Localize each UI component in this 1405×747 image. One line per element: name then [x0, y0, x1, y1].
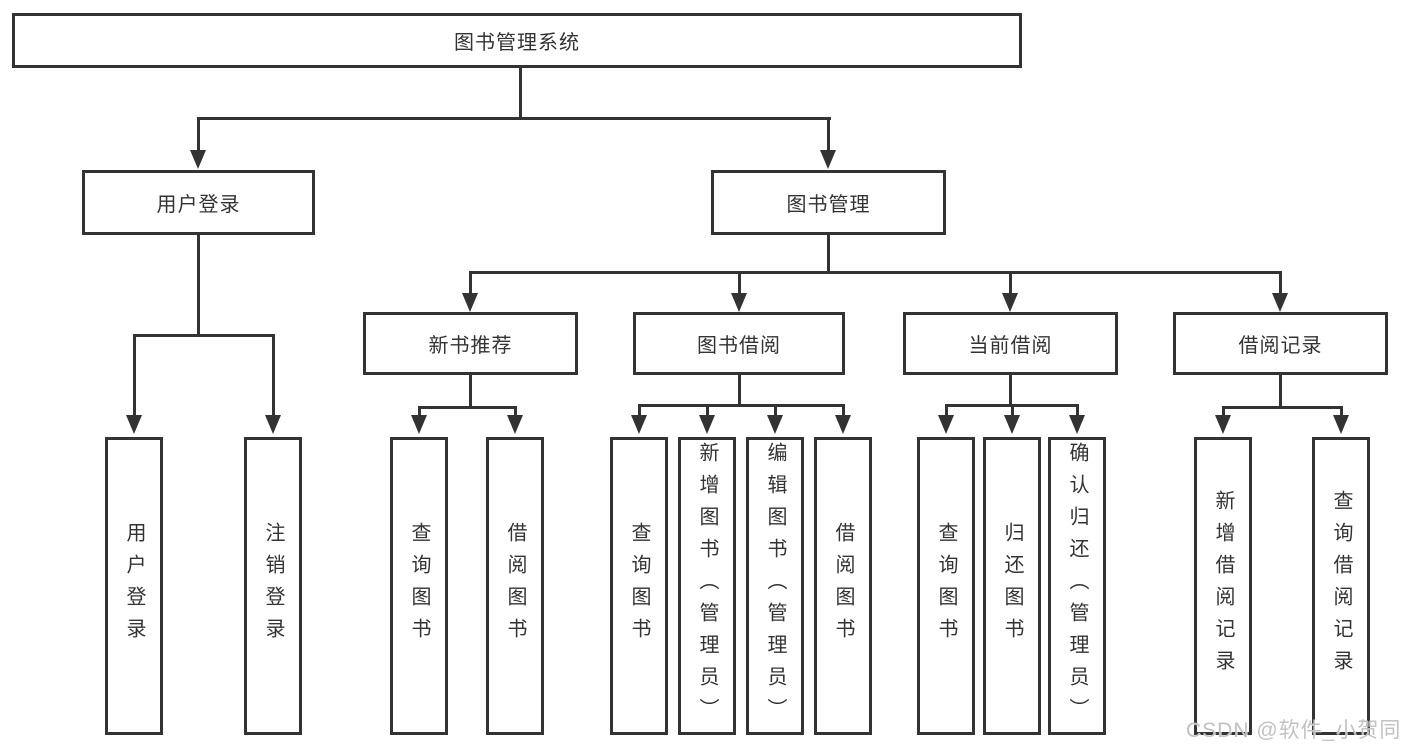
node-new-book-recommend: 新书推荐	[363, 312, 578, 375]
csdn-watermark: CSDN @软件_小贺同学	[1186, 719, 1402, 742]
node-borrow-record: 借阅记录	[1173, 312, 1388, 375]
node-current-borrow-label: 当前借阅	[968, 335, 1053, 357]
connector-book-borrow-split	[638, 404, 845, 407]
leaf-label: 查询借阅记录	[1330, 490, 1352, 682]
connector-leaf-stem	[842, 404, 845, 416]
node-current-borrow: 当前借阅	[903, 312, 1118, 375]
arrow-down-icon	[190, 150, 206, 169]
connector-stem-user-login	[197, 117, 200, 151]
arrow-down-icon	[767, 415, 783, 434]
leaf-query-borrow-record: 查询借阅记录	[1312, 437, 1370, 735]
connector-section-stem	[1009, 271, 1012, 295]
connector-user-login-split	[133, 334, 275, 337]
connector-leaf-stem	[774, 404, 777, 416]
arrow-down-icon	[411, 415, 427, 434]
leaf-edit-book-admin: 编辑图书（管理员）	[746, 437, 804, 735]
connector-section-stem	[1279, 271, 1282, 295]
leaf-confirm-return-admin: 确认归还（管理员）	[1048, 437, 1106, 735]
leaf-label: 注销登录	[262, 522, 284, 650]
arrow-down-icon	[835, 415, 851, 434]
connector-book-mgmt-stem	[827, 235, 830, 273]
node-book-borrow-label: 图书借阅	[697, 335, 781, 357]
node-borrow-record-label: 借阅记录	[1238, 335, 1323, 357]
arrow-down-icon	[1004, 415, 1020, 434]
connector-borrow-record-stem	[1279, 374, 1282, 408]
arrow-down-icon	[820, 150, 836, 169]
arrow-down-icon	[126, 415, 142, 434]
connector-leaf-stem	[1222, 406, 1225, 416]
node-root-label: 图书管理系统	[454, 32, 580, 54]
leaf-label: 查询图书	[628, 522, 650, 650]
connector-leaf-stem	[514, 406, 517, 416]
leaf-query-book-current: 查询图书	[917, 437, 975, 735]
node-root: 图书管理系统	[12, 13, 1022, 68]
connector-leaf-stem	[638, 404, 641, 416]
leaf-logout: 注销登录	[244, 437, 302, 735]
connector-current-borrow-stem	[1009, 374, 1012, 406]
leaf-query-book-newbook: 查询图书	[390, 437, 448, 735]
node-book-borrow: 图书借阅	[633, 312, 845, 375]
connector-book-mgmt-split	[469, 271, 1282, 274]
connector-stem-book-mgmt	[827, 117, 830, 151]
arrow-down-icon	[938, 415, 954, 434]
arrow-down-icon	[699, 415, 715, 434]
leaf-add-borrow-record: 新增借阅记录	[1194, 437, 1252, 735]
arrow-down-icon	[1002, 293, 1018, 312]
node-user-login: 用户登录	[82, 170, 315, 235]
leaf-user-login: 用户登录	[105, 437, 163, 735]
arrow-down-icon	[731, 293, 747, 312]
leaf-borrow-book: 借阅图书	[814, 437, 872, 735]
leaf-add-book-admin: 新增图书（管理员）	[678, 437, 736, 735]
connector-borrow-record-split	[1222, 406, 1343, 409]
connector-leaf-stem	[1076, 404, 1079, 416]
leaf-label: 新增图书（管理员）	[696, 442, 718, 730]
connector-leaf-stem	[418, 406, 421, 416]
arrow-down-icon	[507, 415, 523, 434]
leaf-label: 确认归还（管理员）	[1066, 442, 1088, 730]
connector-root-stem	[519, 66, 522, 119]
connector-section-stem	[469, 271, 472, 295]
connector-leaf-stem	[272, 334, 275, 416]
node-user-login-label: 用户登录	[156, 194, 241, 216]
arrow-down-icon	[1272, 293, 1288, 312]
leaf-label: 新增借阅记录	[1212, 490, 1234, 682]
connector-leaf-stem	[1340, 406, 1343, 416]
arrow-down-icon	[631, 415, 647, 434]
arrow-down-icon	[265, 415, 281, 434]
arrow-down-icon	[1069, 415, 1085, 434]
leaf-label: 用户登录	[123, 522, 145, 650]
leaf-query-book-borrow: 查询图书	[610, 437, 668, 735]
connector-leaf-stem	[945, 404, 948, 416]
node-new-book-recommend-label: 新书推荐	[428, 335, 513, 357]
leaf-label: 借阅图书	[832, 522, 854, 650]
node-book-management-label: 图书管理	[786, 194, 871, 216]
connector-root-split	[197, 117, 831, 120]
leaf-borrow-book-newbook: 借阅图书	[486, 437, 544, 735]
leaf-label: 编辑图书（管理员）	[764, 442, 786, 730]
leaf-label: 归还图书	[1001, 522, 1023, 650]
connector-new-book-stem	[469, 374, 472, 408]
leaf-return-book: 归还图书	[983, 437, 1041, 735]
node-book-management: 图书管理	[711, 170, 946, 235]
leaf-label: 查询图书	[935, 522, 957, 650]
leaf-label: 借阅图书	[504, 522, 526, 650]
connector-user-login-stem	[197, 235, 200, 335]
arrow-down-icon	[1333, 415, 1349, 434]
connector-leaf-stem	[133, 334, 136, 416]
connector-leaf-stem	[706, 404, 709, 416]
connector-book-borrow-stem	[738, 374, 741, 406]
connector-new-book-split	[418, 406, 517, 409]
arrow-down-icon	[462, 293, 478, 312]
connector-leaf-stem	[1011, 404, 1014, 416]
arrow-down-icon	[1215, 415, 1231, 434]
leaf-label: 查询图书	[408, 522, 430, 650]
connector-section-stem	[738, 271, 741, 295]
